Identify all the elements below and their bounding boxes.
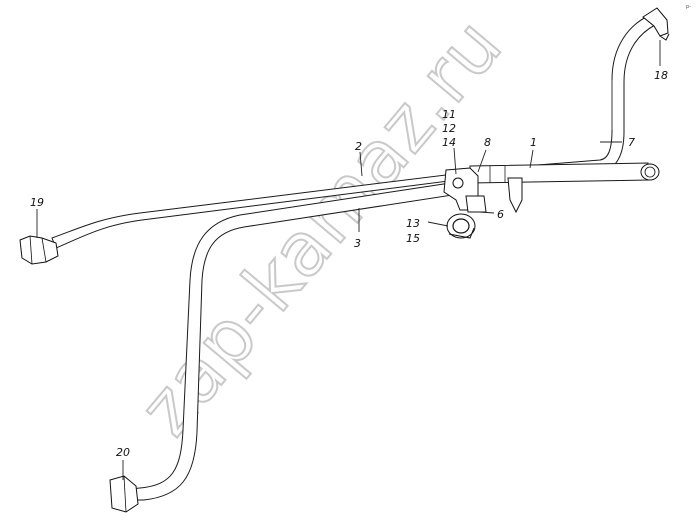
leader-6 (478, 211, 495, 214)
fitting-19 (19, 235, 59, 265)
tube-1-end-cap (640, 163, 660, 181)
tube-1 (469, 162, 660, 184)
callout-3: 3 (354, 237, 361, 250)
callout-8: 8 (484, 136, 491, 149)
callout-14: 14 (442, 136, 456, 149)
callout-15: 15 (406, 232, 420, 245)
fitting-13 (446, 213, 476, 239)
callout-20: 20 (116, 446, 130, 459)
leader-14 (453, 147, 457, 175)
clamp-6-body (507, 177, 523, 214)
callout-19: 19 (30, 196, 44, 209)
leader-13 (427, 221, 449, 227)
leader-1 (529, 149, 534, 169)
tube-7 (499, 15, 656, 183)
leader-8 (477, 149, 487, 173)
corner-mark: p- (686, 4, 691, 10)
callout-6: 6 (497, 208, 504, 221)
bolt-circle (452, 177, 464, 189)
leader-2 (359, 151, 363, 177)
callout-13: 13 (406, 217, 420, 230)
callout-18: 18 (654, 69, 668, 82)
callouts: 2 19 3 11 12 14 8 1 7 18 13 15 6 20 (30, 69, 668, 459)
callout-1: 1 (530, 136, 537, 149)
fitting-20 (109, 475, 139, 513)
callout-11: 11 (442, 108, 456, 121)
leader-lines (36, 40, 661, 480)
callout-7: 7 (628, 136, 635, 149)
callout-2: 2 (355, 140, 362, 153)
bracket-assembly (443, 167, 523, 214)
callout-12: 12 (442, 122, 456, 135)
fitting-18 (642, 7, 670, 41)
